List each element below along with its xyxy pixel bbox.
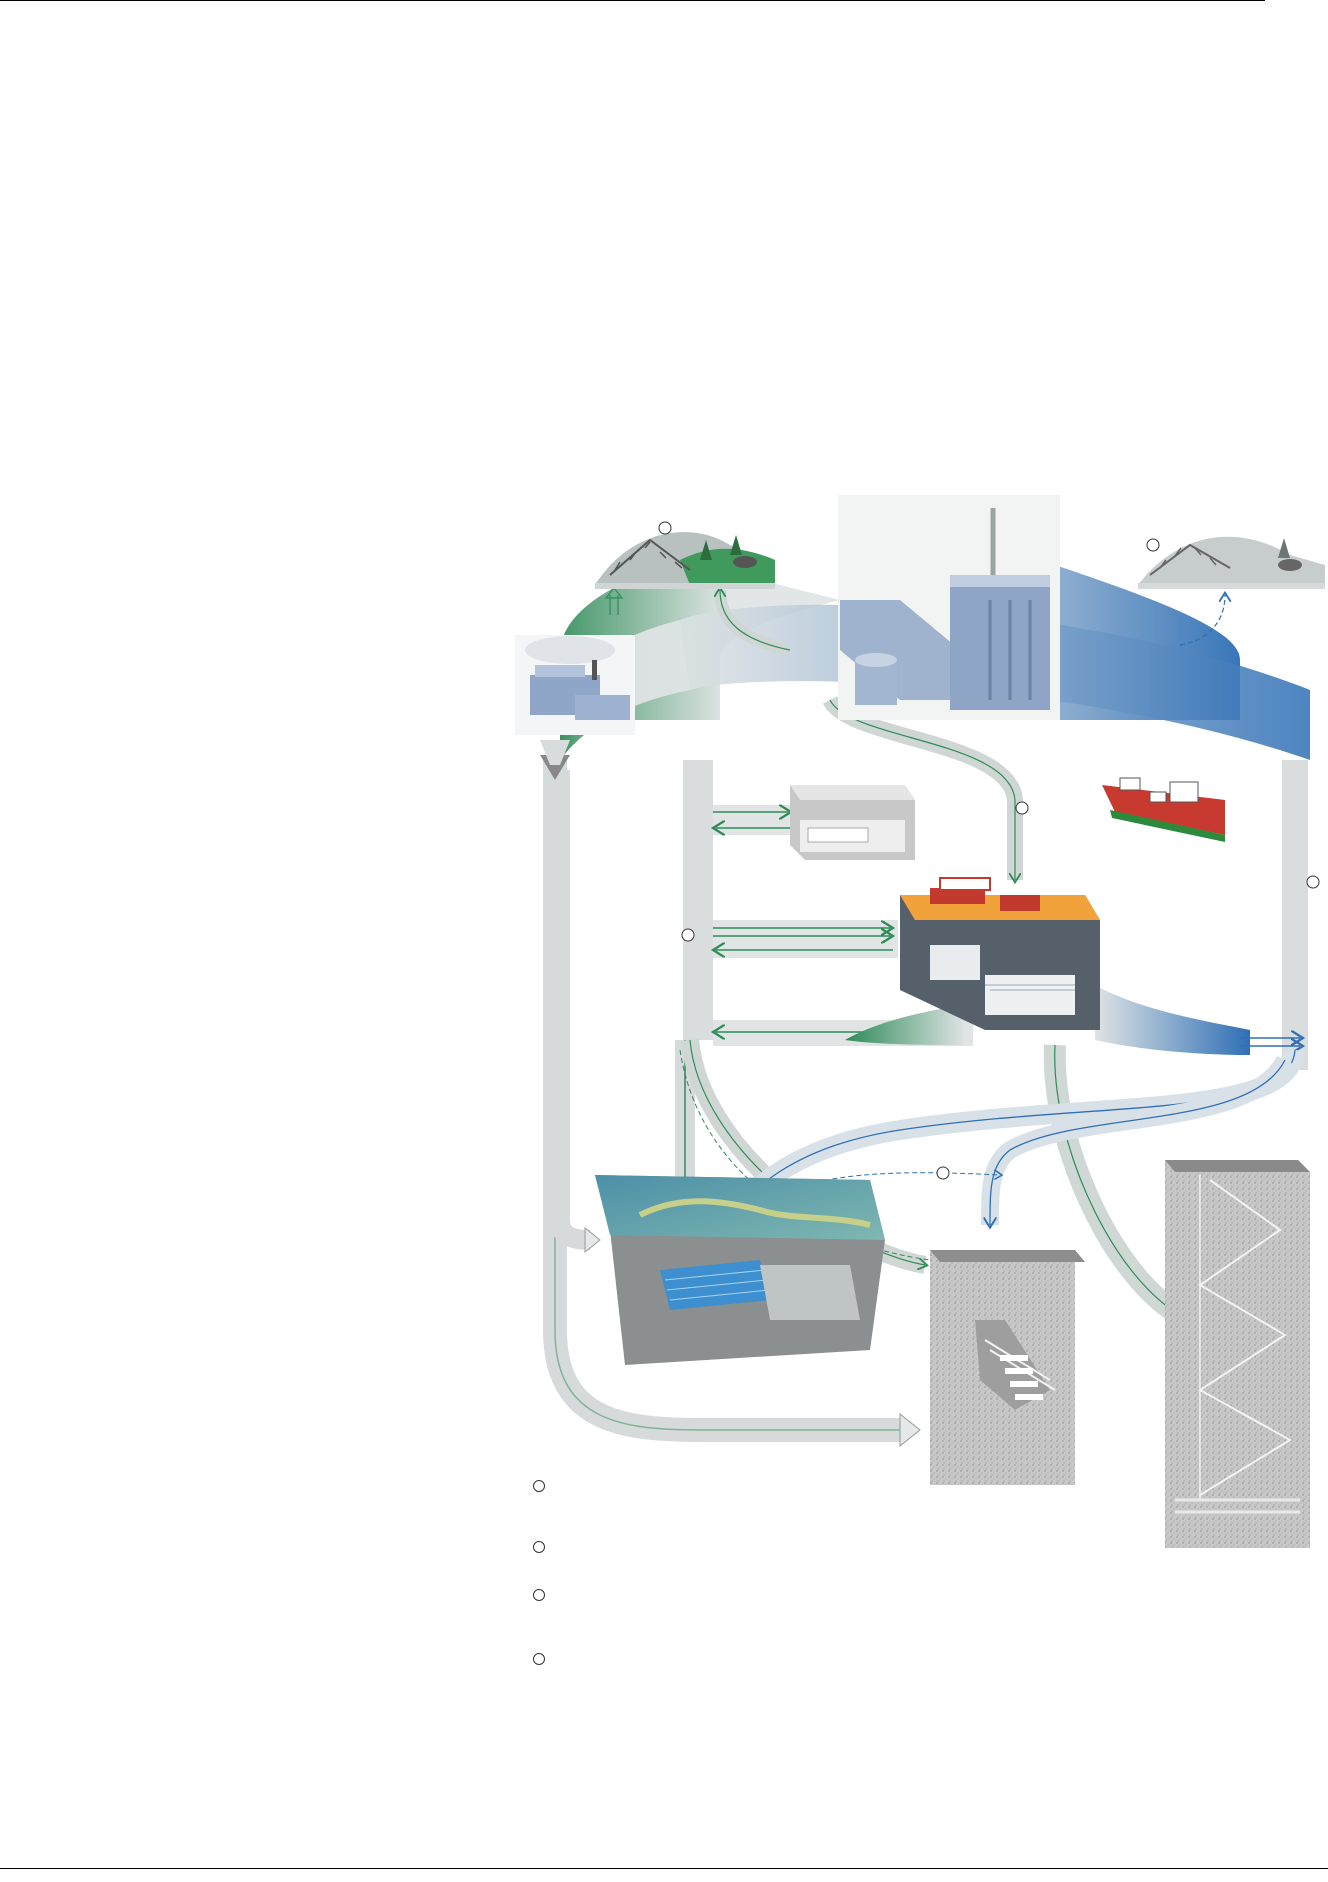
shallow-storage-icon [790,785,915,860]
legend-marker-4 [533,1653,545,1665]
header-rule [0,0,1265,1]
legend-marker-2 [533,1541,545,1553]
rock-cavern-repository-icon [930,1250,1085,1485]
left-vertical-flow [683,760,713,1040]
factory-icon [515,635,635,780]
nuclear-power-plant-icon [838,495,1060,720]
interim-storage-facility-icon [900,877,1100,1030]
right-vertical-flow [1282,760,1308,1070]
legend-marker-3 [533,1589,545,1601]
deep-borehole-icon [1165,1160,1310,1548]
footer-rule [0,1868,1328,1869]
underground-repository-icon [595,1175,885,1365]
interim-mound-icon [1138,536,1325,589]
disposal-mound-icon [595,532,775,589]
legend-marker-1 [533,1480,545,1492]
factory-flow-arrowhead [899,1412,921,1448]
transport-ship-icon [1102,777,1225,842]
